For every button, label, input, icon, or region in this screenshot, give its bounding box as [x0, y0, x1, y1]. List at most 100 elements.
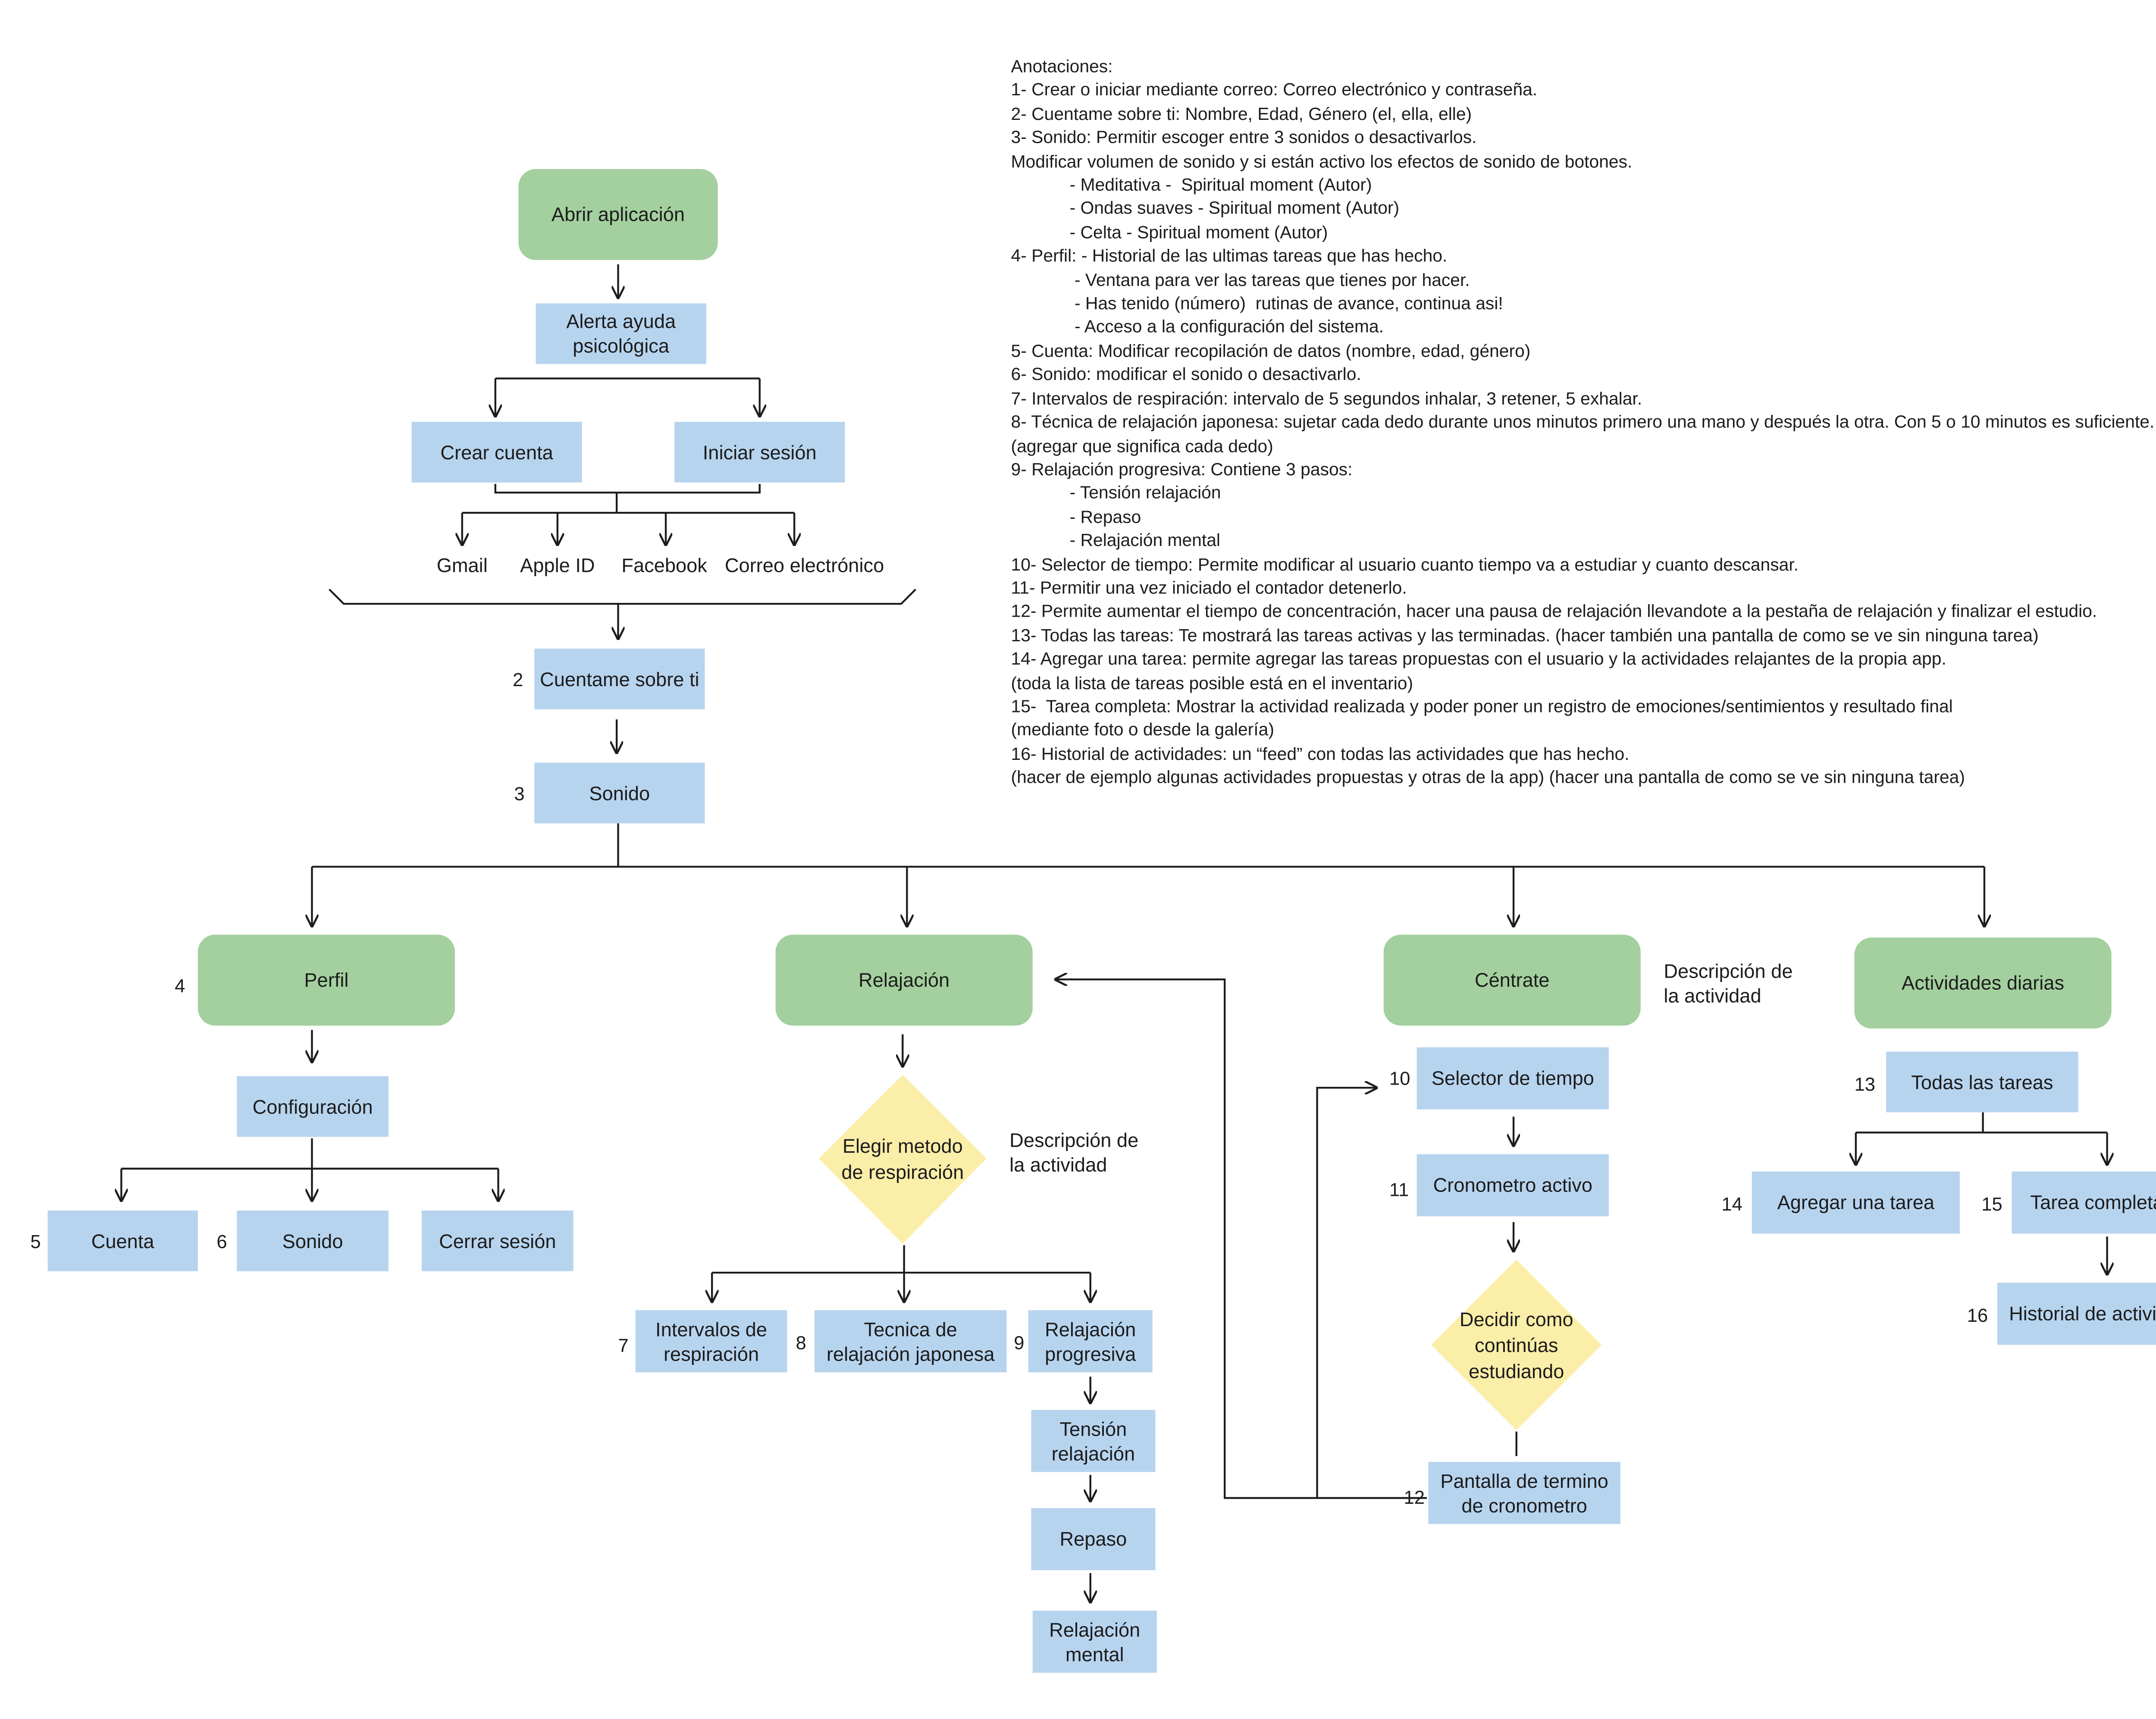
- annotation-line: 2- Cuentame sobre ti: Nombre, Edad, Géne…: [1011, 104, 1472, 124]
- annotation-line: 10- Selector de tiempo: Permite modifica…: [1011, 554, 1799, 574]
- annotation-line: 12- Permite aumentar el tiempo de concen…: [1011, 601, 2097, 622]
- number-historial: 16: [1967, 1304, 1988, 1326]
- node-relajacion-mental[interactable]: Relajación mental: [1032, 1610, 1157, 1673]
- node-crear-cuenta[interactable]: Crear cuenta: [411, 422, 582, 483]
- annotation-line: (hacer de ejemplo algunas actividades pr…: [1011, 767, 1965, 788]
- annotation-line: 6- Sonido: modificar el sonido o desacti…: [1011, 364, 1361, 385]
- node-tension-relajacion[interactable]: Tensión relajación: [1031, 1410, 1156, 1472]
- node-relajacion[interactable]: Relajación: [775, 935, 1033, 1026]
- node-actividades-diarias[interactable]: Actividades diarias: [1854, 937, 2112, 1029]
- annotation-line: - Acceso a la configuración del sistema.: [1011, 317, 1384, 338]
- annotations-panel: Anotaciones: 1- Crear o iniciar mediante…: [1011, 55, 2155, 790]
- annotation-line: (toda la lista de tareas posible está en…: [1011, 672, 1413, 693]
- node-alerta-line-2: psicológica: [573, 335, 670, 357]
- annotation-line: - Has tenido (número) rutinas de avance,…: [1011, 293, 1503, 314]
- number-intervalos: 7: [618, 1335, 629, 1357]
- decision-decidir-line-1: Decidir como: [1460, 1308, 1573, 1330]
- annotation-line: 16- Historial de actividades: un “feed” …: [1011, 743, 1630, 764]
- node-centrate[interactable]: Céntrate: [1383, 935, 1641, 1026]
- loop-relajacion: [1056, 979, 1427, 1499]
- number-perfil: 4: [175, 975, 185, 997]
- node-perfil[interactable]: Perfil: [197, 935, 455, 1026]
- node-sonido-inicio[interactable]: Sonido: [534, 762, 705, 824]
- option-facebook[interactable]: Facebook: [621, 554, 707, 576]
- node-pantalla-line-1: Pantalla de termino: [1440, 1470, 1608, 1492]
- annotation-line: 15- Tarea completa: Mostrar la actividad…: [1011, 696, 1953, 717]
- node-tension-line-1: Tensión: [1059, 1418, 1127, 1440]
- node-sonido[interactable]: Sonido: [237, 1210, 389, 1271]
- number-todas-tareas: 13: [1854, 1073, 1875, 1095]
- node-intervalos-line-2: respiración: [663, 1343, 759, 1365]
- merge-bracket: [494, 484, 761, 494]
- node-pantalla-termino[interactable]: Pantalla de termino de cronometro: [1428, 1462, 1620, 1524]
- annotation-line: 13- Todas las tareas: Te mostrará las ta…: [1011, 625, 2039, 646]
- decision-decidir-line-3: estudiando: [1469, 1361, 1564, 1383]
- annotation-line: 7- Intervalos de respiración: intervalo …: [1011, 388, 1642, 408]
- node-progresiva-line-1: Relajación: [1045, 1318, 1136, 1340]
- node-tecnica[interactable]: Tecnica de relajación japonesa: [815, 1310, 1007, 1373]
- decision-elegir-line-1: Elegir metodo: [843, 1135, 963, 1157]
- annotation-line: 14- Agregar una tarea: permite agregar l…: [1011, 649, 1946, 669]
- node-tension-line-2: relajación: [1051, 1442, 1135, 1464]
- node-tecnica-line-2: relajación japonesa: [826, 1343, 995, 1365]
- node-cuentame[interactable]: Cuentame sobre ti: [534, 648, 705, 709]
- node-cuenta[interactable]: Cuenta: [47, 1210, 198, 1271]
- node-configuracion[interactable]: Configuración: [237, 1076, 389, 1137]
- description-elegir-metodo: Descripción de la actividad: [1009, 1129, 1139, 1176]
- node-tarea-completada[interactable]: Tarea completada: [2012, 1171, 2156, 1234]
- annotation-line: - Ventana para ver las tareas que tienes…: [1011, 270, 1470, 290]
- node-progresiva-line-2: progresiva: [1045, 1343, 1136, 1365]
- node-abrir-aplicacion[interactable]: Abrir aplicación: [518, 169, 718, 260]
- node-progresiva[interactable]: Relajación progresiva: [1028, 1310, 1153, 1373]
- annotation-line: - Celta - Spiritual moment (Autor): [1011, 222, 1328, 243]
- decision-decidir-line-2: continúas: [1475, 1334, 1558, 1356]
- login-bracket: [329, 589, 916, 605]
- node-selector-tiempo[interactable]: Selector de tiempo: [1416, 1047, 1609, 1110]
- node-intervalos-line-1: Intervalos de: [655, 1318, 767, 1340]
- node-todas-tareas[interactable]: Todas las tareas: [1886, 1051, 2078, 1113]
- node-cronometro-activo[interactable]: Cronometro activo: [1416, 1154, 1609, 1217]
- node-iniciar-sesion[interactable]: Iniciar sesión: [674, 422, 845, 483]
- number-tecnica: 8: [796, 1332, 806, 1354]
- annotation-line: 11- Permitir una vez iniciado el contado…: [1011, 577, 1407, 598]
- node-agregar-tarea[interactable]: Agregar una tarea: [1752, 1171, 1960, 1234]
- decision-elegir-line-2: de respiración: [841, 1161, 964, 1183]
- annotation-line: (mediante foto o desde la galería): [1011, 720, 1274, 740]
- node-repaso[interactable]: Repaso: [1031, 1508, 1156, 1571]
- number-selector: 10: [1389, 1067, 1410, 1089]
- annotation-line: - Repaso: [1011, 506, 1141, 527]
- annotation-line: - Meditativa - Spiritual moment (Autor): [1011, 175, 1372, 195]
- node-alerta[interactable]: Alerta ayuda psicológica: [536, 303, 706, 364]
- number-agregar-tarea: 14: [1721, 1193, 1742, 1215]
- annotation-line: 5- Cuenta: Modificar recopilación de dat…: [1011, 341, 1531, 361]
- annotation-line: 1- Crear o iniciar mediante correo: Corr…: [1011, 80, 1538, 100]
- description-centrate: Descripción de la actividad: [1664, 960, 1793, 1007]
- number-sonido-inicio: 3: [514, 783, 525, 805]
- option-apple-id[interactable]: Apple ID: [520, 554, 595, 576]
- node-pantalla-line-2: de cronometro: [1461, 1494, 1587, 1516]
- node-mental-line-1: Relajación: [1049, 1619, 1141, 1641]
- option-correo-electronico[interactable]: Correo electrónico: [724, 554, 884, 576]
- node-tecnica-line-1: Tecnica de: [864, 1318, 957, 1340]
- node-cerrar-sesion[interactable]: Cerrar sesión: [421, 1210, 573, 1271]
- annotation-line: 9- Relajación progresiva: Contiene 3 pas…: [1011, 459, 1353, 480]
- number-sonido: 6: [216, 1230, 227, 1253]
- annotations-lines: 1- Crear o iniciar mediante correo: Corr…: [1011, 78, 2155, 790]
- annotation-line: 4- Perfil: - Historial de las ultimas ta…: [1011, 246, 1448, 267]
- option-gmail[interactable]: Gmail: [436, 554, 488, 576]
- node-mental-line-2: mental: [1065, 1643, 1124, 1665]
- annotation-line: - Tensión relajación: [1011, 483, 1221, 503]
- number-cuentame: 2: [513, 668, 523, 691]
- annotation-line: - Ondas suaves - Spiritual moment (Autor…: [1011, 198, 1400, 219]
- decision-elegir-metodo: [819, 1075, 987, 1244]
- node-intervalos[interactable]: Intervalos de respiración: [635, 1310, 787, 1373]
- annotation-line: 3- Sonido: Permitir escoger entre 3 soni…: [1011, 127, 1477, 148]
- node-alerta-line-1: Alerta ayuda: [566, 311, 676, 333]
- loop-selector: [1316, 1088, 1376, 1498]
- number-progresiva: 9: [1014, 1332, 1025, 1354]
- annotation-line: (agregar que significa cada dedo): [1011, 435, 1273, 456]
- number-cuenta: 5: [30, 1230, 41, 1253]
- node-historial-actividades[interactable]: Historial de actividades: [1997, 1283, 2156, 1345]
- number-pantalla-termino: 12: [1404, 1486, 1425, 1508]
